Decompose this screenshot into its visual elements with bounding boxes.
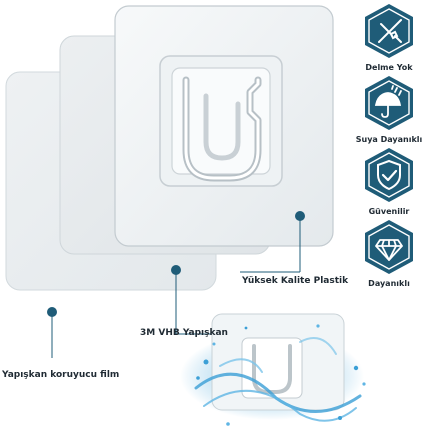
umbrella-rain-icon [365, 76, 413, 130]
callout-film-marker [47, 307, 57, 358]
feature-durable-label: Dayanıklı [368, 279, 410, 288]
callout-film-label: Yapışkan koruyucu film [2, 370, 120, 380]
feature-no-drill-label: Delme Yok [365, 63, 413, 72]
diamond-icon [365, 220, 413, 274]
callout-vhb-label: 3M VHB Yapışkan [140, 328, 228, 338]
hook-base [159, 55, 283, 187]
feature-reliable-label: Güvenilir [368, 207, 410, 216]
water-splash-image [180, 313, 366, 426]
feature-reliable: Güvenilir [356, 146, 422, 216]
feature-water-resistant: Suya Dayanıklı [356, 74, 422, 144]
feature-durable: Dayanıklı [356, 218, 422, 288]
callout-plastic-label: Yüksek Kalite Plastik [242, 276, 349, 286]
callout-plastic-marker [240, 211, 305, 273]
feature-no-drill: Delme Yok [356, 2, 422, 72]
feature-water-resistant-label: Suya Dayanıklı [355, 135, 423, 144]
no-drill-icon [365, 4, 413, 58]
shield-check-icon [365, 148, 413, 202]
